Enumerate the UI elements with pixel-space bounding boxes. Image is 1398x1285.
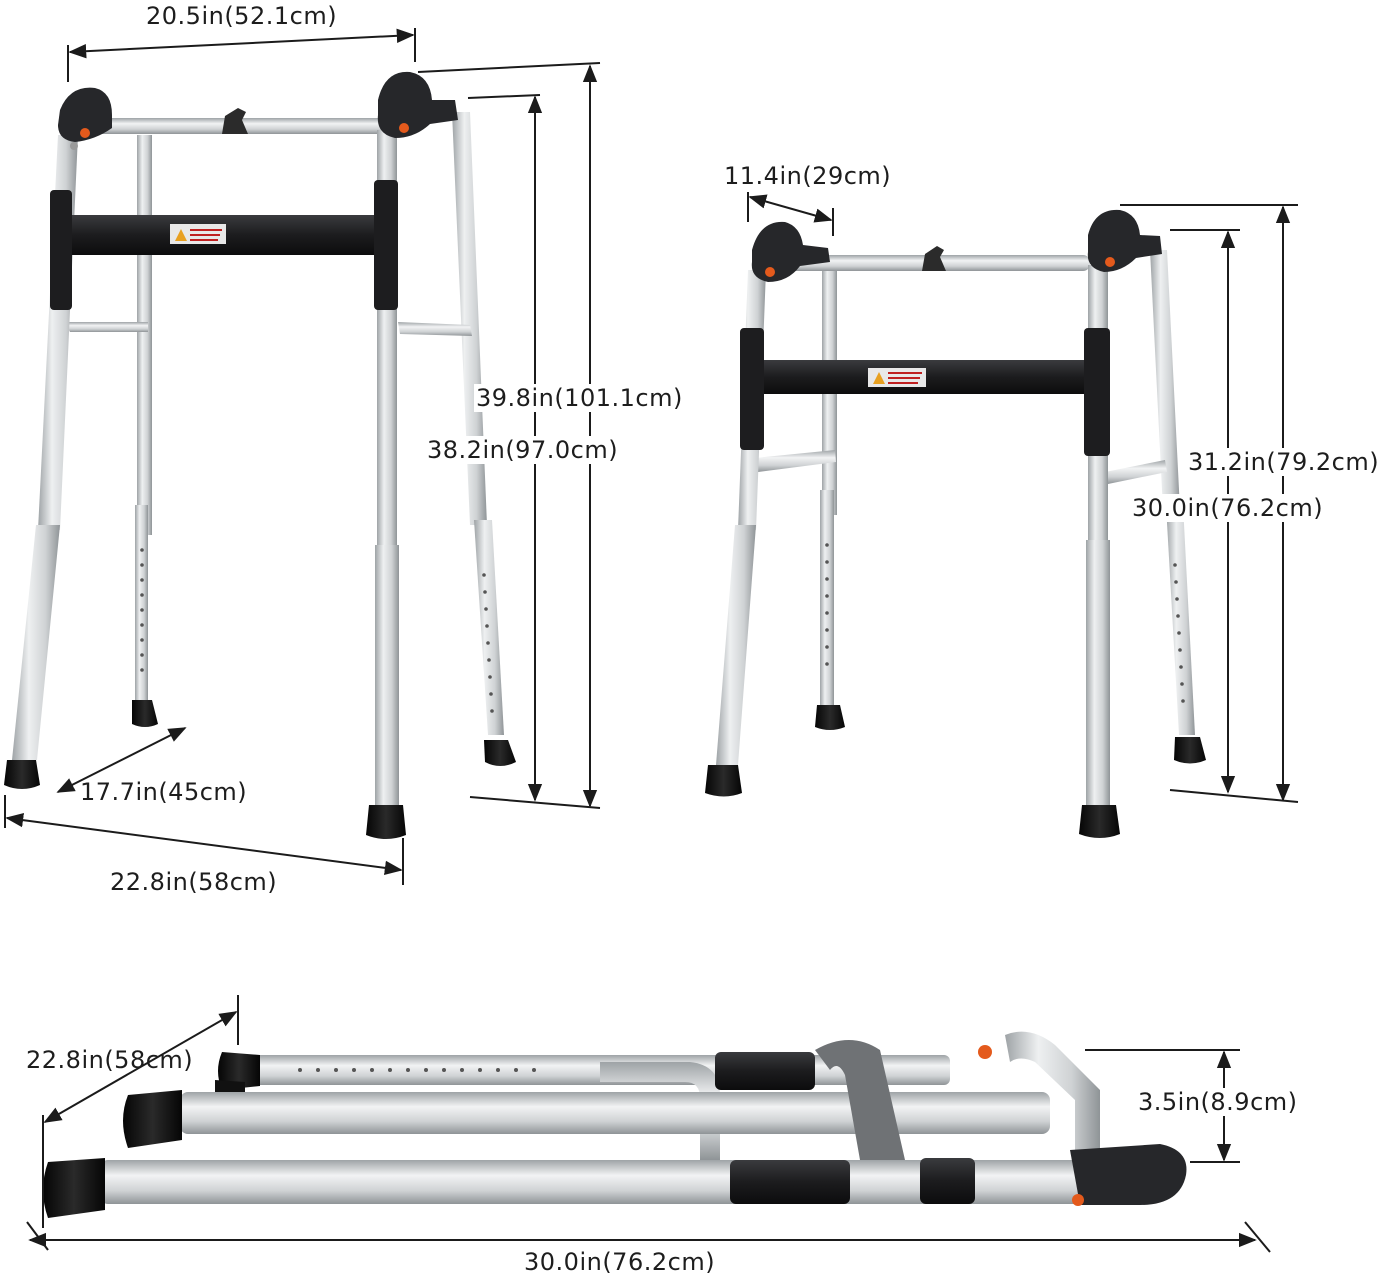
foot-cap	[1174, 737, 1206, 764]
side-brace	[398, 322, 472, 336]
frame-sleeve	[374, 180, 398, 310]
label-walker-b-height: 31.2in(79.2cm)	[1186, 448, 1382, 476]
frame-sleeve	[740, 328, 764, 450]
label-walker-a-height: 39.8in(101.1cm)	[474, 384, 685, 412]
walker-small-right-grip	[1087, 209, 1162, 272]
walker-small-left-grip	[751, 221, 830, 282]
walker-small	[705, 209, 1206, 838]
foot-cap	[484, 740, 516, 766]
walker-large-right-grip	[377, 71, 458, 138]
frame-sleeve	[920, 1158, 975, 1204]
push-button-icon	[1072, 1194, 1084, 1206]
foot-cap	[705, 765, 742, 797]
push-button-icon	[978, 1045, 992, 1059]
walker-large-left-grip	[58, 87, 112, 150]
walker-large	[4, 71, 516, 839]
foot-cap	[4, 760, 40, 789]
label-walker-a-width: 20.5in(52.1cm)	[146, 2, 338, 30]
label-walker-a-depth: 17.7in(45cm)	[80, 778, 248, 806]
dim-walker-a-width	[68, 28, 415, 59]
foot-cap	[132, 700, 158, 727]
top-crossbar	[85, 118, 405, 134]
label-folded-width: 22.8in(58cm)	[26, 1046, 194, 1074]
dim-walker-b-handle-depth	[748, 194, 833, 223]
label-walker-b-handle-depth: 11.4in(29cm)	[724, 162, 892, 190]
push-button-icon	[922, 246, 946, 271]
foot-cap	[43, 1158, 105, 1218]
warning-label-icon	[170, 224, 226, 244]
push-button-icon	[222, 108, 248, 134]
frame-sleeve	[730, 1160, 850, 1204]
warning-label-icon	[868, 368, 926, 387]
label-walker-a-base-width: 22.8in(58cm)	[110, 868, 278, 896]
foot-cap	[815, 705, 845, 730]
dim-walker-a-depth	[56, 727, 187, 793]
walker-folded	[43, 1031, 1187, 1218]
frame-sleeve	[50, 190, 72, 310]
folded-hinge	[1005, 1031, 1100, 1150]
foot-cap	[366, 805, 406, 839]
foot-cap	[1079, 805, 1120, 838]
folded-grip	[1070, 1144, 1187, 1205]
side-brace	[600, 1062, 720, 1160]
side-brace	[65, 322, 148, 332]
foot-cap	[123, 1090, 182, 1148]
side-brace	[755, 450, 836, 472]
frame-sleeve	[715, 1052, 815, 1090]
dim-folded-width	[43, 1011, 238, 1123]
label-folded-thickness: 3.5in(8.9cm)	[1136, 1088, 1300, 1116]
walker-small-rear-right-leg	[1150, 250, 1206, 764]
label-walker-b-handle-height: 30.0in(76.2cm)	[1130, 494, 1326, 522]
frame-sleeve	[1084, 328, 1110, 456]
folded-tube-middle	[180, 1092, 1050, 1134]
label-walker-a-handle-height: 38.2in(97.0cm)	[425, 436, 621, 464]
folded-tube-front	[100, 1160, 1160, 1204]
dimension-lines	[4, 28, 1299, 1253]
label-folded-length: 30.0in(76.2cm)	[524, 1248, 716, 1276]
walker-small-rear-left-leg	[815, 265, 845, 730]
side-brace	[1105, 460, 1167, 484]
folded-handle-arch	[815, 1040, 905, 1160]
walker-large-rear-right-leg	[452, 112, 516, 766]
dim-walker-a-base-width	[5, 812, 403, 876]
